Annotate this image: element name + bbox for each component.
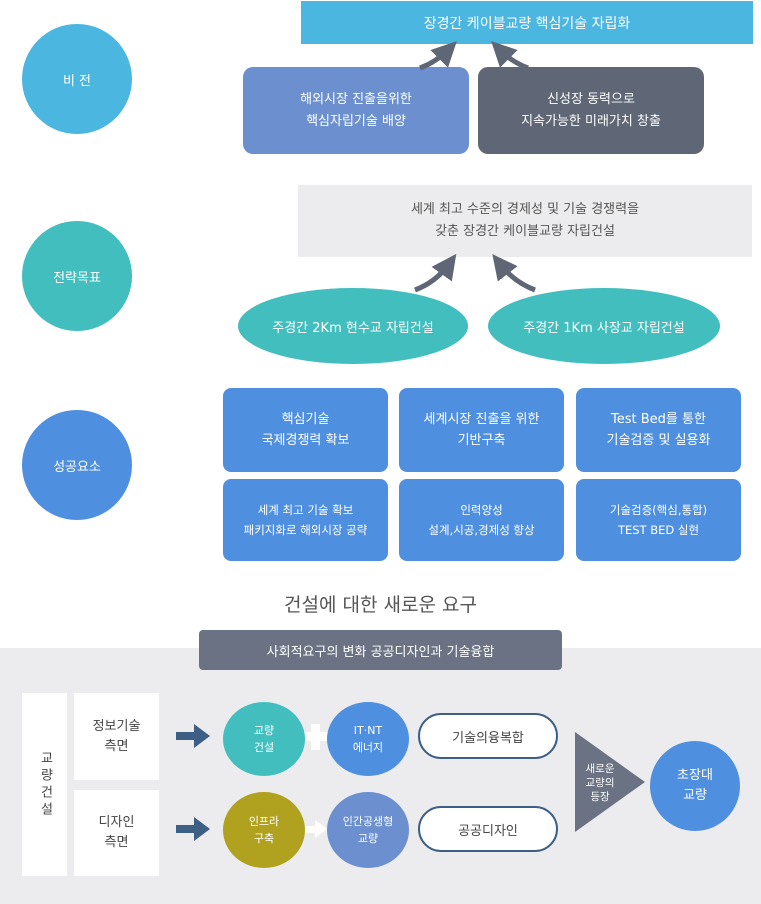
strategy-left-text: 주경간 2Km 현수교 자립건설 bbox=[272, 320, 434, 336]
row2-label-line2: 측면 bbox=[104, 835, 129, 850]
factor-top-2-line1: 세계시장 진출을 위한 bbox=[423, 412, 540, 427]
factor-bottom-3-line2: TEST BED 실현 bbox=[617, 523, 700, 537]
factor-bottom-3: 기술검증(핵심,통합) TEST BED 실현 bbox=[576, 479, 741, 561]
side-label-box: 교량건설 bbox=[22, 693, 67, 876]
strategy-label-circle: 전략목표 bbox=[22, 221, 132, 331]
strategy-goal-line1: 세계 최고 수준의 경제성 및 기술 경쟁력을 bbox=[410, 202, 640, 217]
vision-title: 장경간 케이블교량 핵심기술 자립화 bbox=[423, 15, 631, 32]
emerge-triangle bbox=[575, 732, 645, 832]
factor-bottom-2: 인력양성 설계,시공,경제성 향상 bbox=[399, 479, 564, 561]
strategy-right-text: 주경간 1Km 사장교 자립건설 bbox=[523, 320, 685, 336]
demand-arrows bbox=[176, 724, 645, 841]
strategy-right-ellipse: 주경간 1Km 사장교 자립건설 bbox=[488, 288, 720, 364]
row1-arrow-icon bbox=[176, 724, 210, 748]
strategy-left-ellipse: 주경간 2Km 현수교 자립건설 bbox=[238, 288, 468, 364]
circle-infra-line2: 구축 bbox=[253, 832, 275, 845]
vision-title-box: 장경간 케이블교량 핵심기술 자립화 bbox=[301, 1, 753, 44]
strategy-right-arrow bbox=[492, 254, 536, 293]
row1-label-line2: 측면 bbox=[104, 738, 129, 754]
vision-left-line1: 해외시장 진출을위한 bbox=[300, 91, 412, 107]
factor-top-1: 핵심기술 국제경쟁력 확보 bbox=[223, 388, 388, 472]
curved-arrows bbox=[414, 41, 536, 293]
circle-infra-line1: 인프라 bbox=[248, 815, 280, 828]
vision-left-box: 해외시장 진출을위한 핵심자립기술 배양 bbox=[243, 67, 469, 154]
circle-bridge-line2: 건설 bbox=[253, 741, 275, 754]
factor-bottom-1: 세계 최고 기술 확보 패키지화로 해외시장 공략 bbox=[223, 479, 388, 561]
plus-icon bbox=[303, 724, 329, 750]
small-arrow-icon bbox=[303, 820, 327, 838]
factor-top-1-line1: 핵심기술 bbox=[281, 412, 330, 427]
strategy-label: 전략목표 bbox=[53, 270, 101, 286]
side-label: 교량건설 bbox=[37, 750, 53, 819]
vision-left-arrow bbox=[419, 41, 457, 71]
demand-heading: 건설에 대한 새로운 요구 bbox=[200, 588, 561, 618]
vision-right-line1: 신성장 동력으로 bbox=[547, 91, 635, 107]
factor-top-3: Test Bed를 통한 기술검증 및 실용화 bbox=[576, 388, 741, 472]
result-line2: 교량 bbox=[683, 788, 707, 803]
vision-label-circle: 비 전 bbox=[22, 24, 132, 134]
circle-bridge: 교량 건설 bbox=[223, 702, 305, 776]
factor-top-2-line2: 기반구축 bbox=[457, 433, 506, 448]
emerge-line2: 교량의 bbox=[585, 777, 615, 789]
factor-top-3-line1: Test Bed를 통한 bbox=[611, 412, 706, 427]
emerge-line3: 등장 bbox=[590, 791, 610, 803]
row2-label-line1: 디자인 bbox=[98, 815, 135, 830]
factor-bottom-3-line1: 기술검증(핵심,통합) bbox=[609, 503, 708, 517]
circle-human: 인간공생형 교량 bbox=[327, 792, 409, 868]
circle-itnt-line1: IT·NT bbox=[353, 724, 383, 737]
pill-convergence-text: 기술의융복합 bbox=[452, 730, 524, 746]
vision-left-line2: 핵심자립기술 배양 bbox=[306, 113, 406, 129]
demand-bar-text: 사회적요구의 변화 공공디자인과 기술융합 bbox=[266, 644, 495, 660]
vision-right-arrow bbox=[491, 41, 529, 71]
factor-top-3-line2: 기술검증 및 실용화 bbox=[606, 433, 711, 448]
factor-top-2: 세계시장 진출을 위한 기반구축 bbox=[399, 388, 564, 472]
circle-infra: 인프라 구축 bbox=[223, 792, 305, 868]
result-line1: 초장대 bbox=[677, 768, 713, 783]
factor-top-1-line2: 국제경쟁력 확보 bbox=[261, 433, 350, 448]
strategy-left-arrow bbox=[414, 253, 457, 293]
emerge-line1: 새로운 bbox=[585, 763, 615, 775]
result-circle: 초장대 교량 bbox=[650, 741, 740, 831]
circle-itnt: IT·NT 에너지 bbox=[327, 702, 409, 776]
row1-label-box: 정보기술 측면 bbox=[74, 693, 159, 780]
vision-right-line2: 지속가능한 미래가치 창출 bbox=[521, 113, 661, 129]
strategy-goal-box: 세계 최고 수준의 경제성 및 기술 경쟁력을 갖춘 장경간 케이블교량 자립건… bbox=[298, 185, 752, 257]
pill-public-design-text: 공공디자인 bbox=[458, 823, 518, 839]
demand-bar: 사회적요구의 변화 공공디자인과 기술융합 bbox=[199, 630, 562, 670]
row2-label-box: 디자인 측면 bbox=[74, 790, 159, 876]
factor-bottom-2-line2: 설계,시공,경제성 향상 bbox=[428, 523, 535, 537]
success-label-circle: 성공요소 bbox=[22, 410, 132, 520]
row2-arrow-icon bbox=[176, 817, 210, 841]
demand-heading-text: 건설에 대한 새로운 요구 bbox=[284, 593, 477, 616]
pill-public-design: 공공디자인 bbox=[418, 806, 558, 852]
success-label: 성공요소 bbox=[53, 459, 101, 475]
circle-human-line2: 교량 bbox=[357, 832, 379, 845]
emerge-label: 새로운 교량의 등장 bbox=[575, 760, 625, 806]
strategy-goal-line2: 갖춘 장경간 케이블교량 자립건설 bbox=[435, 224, 615, 239]
factor-bottom-1-line1: 세계 최고 기술 확보 bbox=[257, 503, 354, 517]
factor-bottom-2-line1: 인력양성 bbox=[460, 503, 503, 517]
factor-bottom-1-line2: 패키지화로 해외시장 공략 bbox=[243, 523, 368, 537]
circle-human-line1: 인간공생형 bbox=[342, 815, 394, 828]
row1-label-line1: 정보기술 bbox=[92, 718, 141, 734]
vision-right-box: 신성장 동력으로 지속가능한 미래가치 창출 bbox=[478, 67, 704, 154]
vision-label: 비 전 bbox=[62, 73, 92, 89]
circle-itnt-line2: 에너지 bbox=[352, 741, 384, 754]
circle-bridge-line1: 교량 bbox=[253, 724, 275, 737]
pill-convergence: 기술의융복합 bbox=[418, 713, 558, 759]
